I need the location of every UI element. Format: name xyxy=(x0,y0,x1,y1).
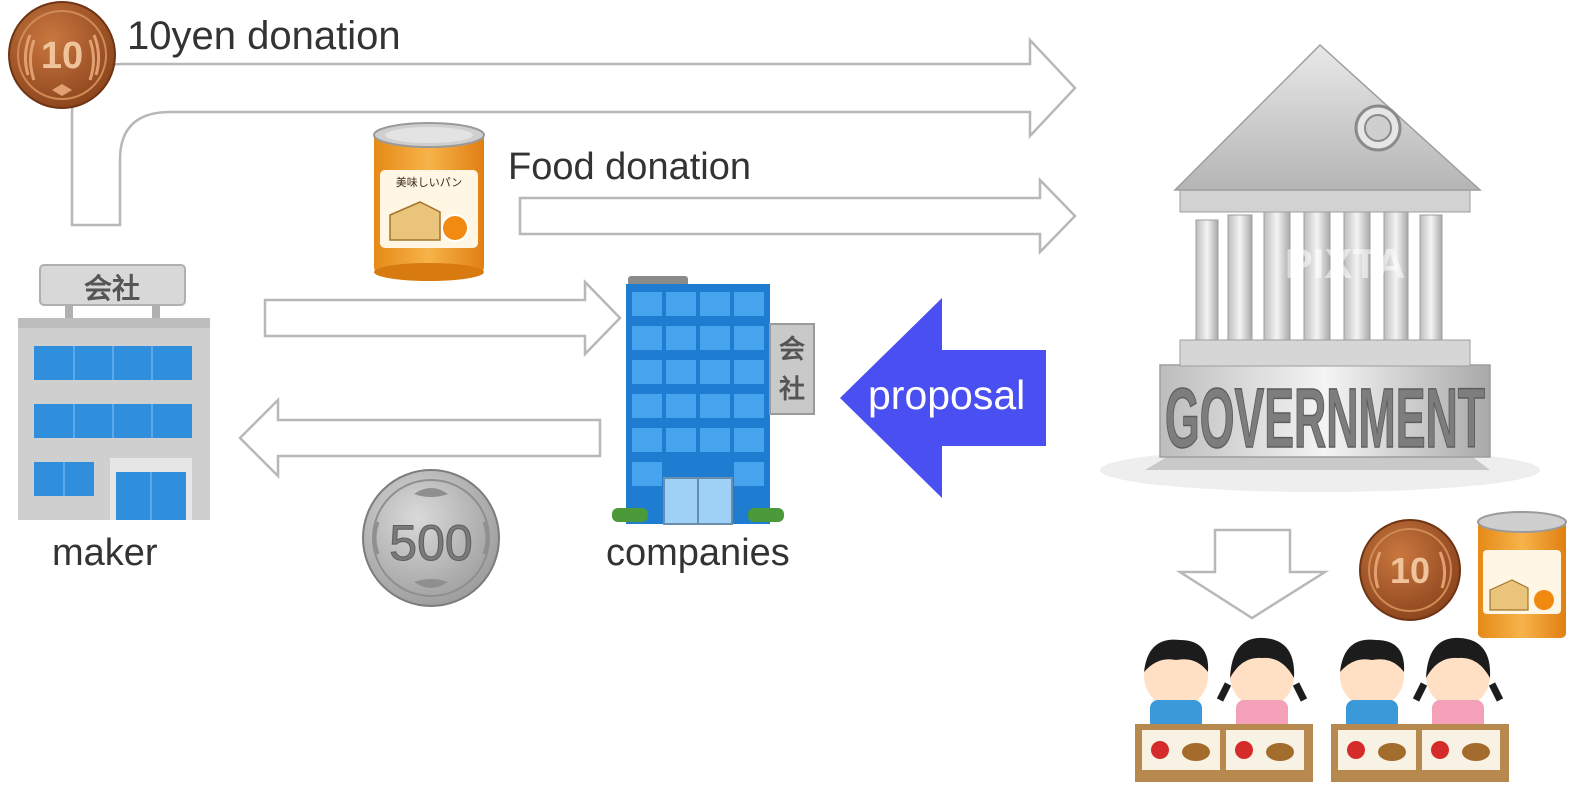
children-lunch-icon xyxy=(1135,637,1509,782)
proposal-arrow xyxy=(840,298,1046,498)
maker-label: maker xyxy=(52,532,158,574)
coin-500yen-icon: 500 xyxy=(362,469,500,607)
proposal-label: proposal xyxy=(868,372,1026,418)
coin-10yen-small-icon: 10 xyxy=(1359,519,1461,621)
companies-to-maker-arrow xyxy=(238,396,602,480)
government-to-schools-arrow xyxy=(1175,528,1330,620)
food-can-small-icon xyxy=(1477,511,1567,638)
maker-to-companies-arrow xyxy=(263,278,622,358)
government-building-icon: GOVERNMENT PIXTA xyxy=(1100,43,1540,492)
maker-building-icon: 会社 xyxy=(18,264,210,520)
food-donation-label: Food donation xyxy=(508,146,751,188)
svg-text:PIXTA: PIXTA xyxy=(1285,240,1406,287)
svg-text:会: 会 xyxy=(779,335,805,365)
coin-10yen-icon: 10 xyxy=(8,1,116,109)
food-donation-arrow xyxy=(518,176,1077,256)
yen-donation-label: 10yen donation xyxy=(127,14,401,58)
svg-text:500: 500 xyxy=(389,515,472,571)
food-can-icon: 美味しいパン xyxy=(373,122,485,281)
companies-label: companies xyxy=(606,532,790,574)
svg-text:会社: 会社 xyxy=(84,272,140,305)
svg-text:美味しいパン: 美味しいパン xyxy=(396,176,463,189)
companies-building-icon: 会 社 xyxy=(612,276,815,525)
svg-text:社: 社 xyxy=(779,374,805,405)
svg-text:10: 10 xyxy=(41,35,83,77)
svg-text:10: 10 xyxy=(1390,550,1430,591)
svg-text:GOVERNMENT: GOVERNMENT xyxy=(1165,371,1485,465)
